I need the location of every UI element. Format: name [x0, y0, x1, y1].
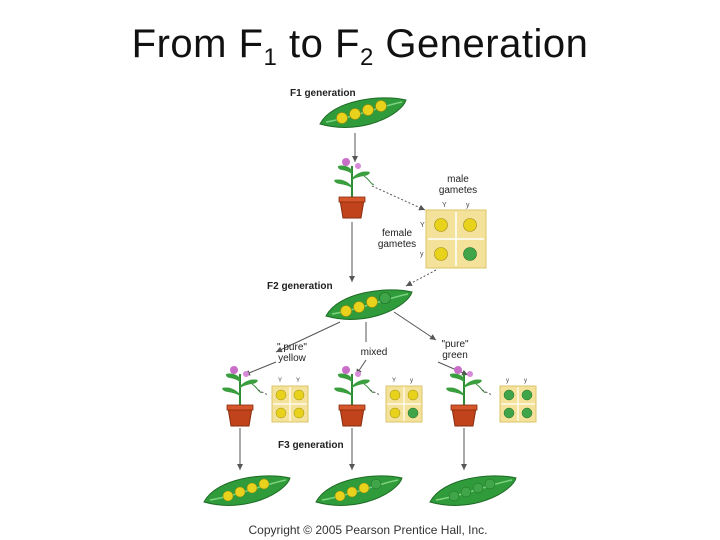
f3-pod-right [429, 475, 517, 507]
f3-pod-left [203, 475, 291, 507]
plant-right [445, 365, 487, 427]
copyright-text: Copyright © 2005 Pearson Prentice Hall, … [248, 523, 488, 537]
arrow-to-punnett [371, 185, 426, 211]
plant-mid [333, 365, 375, 427]
svg-text:Y: Y [278, 378, 282, 384]
pure-green-label: "pure" [441, 339, 469, 350]
svg-text:yellow: yellow [278, 353, 307, 364]
f1-plant [333, 157, 375, 219]
mixed-label: mixed [361, 347, 388, 358]
svg-text:y: y [524, 378, 527, 384]
allele-y-top: y [466, 202, 470, 209]
pure-yellow-label: " pure" [277, 342, 307, 353]
svg-text:gametes: gametes [378, 239, 416, 250]
f3-label: F3 generation [278, 440, 344, 451]
arrow-from-punnett [405, 269, 437, 287]
svg-text:green: green [442, 350, 468, 361]
svg-text:Y: Y [392, 378, 396, 384]
punnett-left: Y Y [271, 378, 309, 423]
punnett-square-main [425, 209, 487, 269]
punnett-right: y y [499, 378, 537, 423]
slide-title: From F1 to F2 Generation [131, 22, 589, 71]
male-gametes-label: male [447, 174, 469, 185]
f3-pod-mid [315, 475, 403, 507]
f1-label: F1 generation [290, 88, 356, 99]
plant-left [221, 365, 263, 427]
svg-text:y: y [420, 251, 424, 258]
svg-text:y: y [506, 378, 509, 384]
svg-text:gametes: gametes [439, 185, 477, 196]
svg-text:Y: Y [296, 378, 300, 384]
svg-text:Y: Y [420, 222, 425, 229]
f2-label: F2 generation [267, 281, 333, 292]
allele-Y-top: Y [442, 202, 447, 209]
female-gametes-label: female [382, 228, 412, 239]
f1-peas [336, 100, 387, 124]
f2-peas [340, 292, 391, 317]
punnett-mid: Y y [385, 378, 423, 423]
svg-text:y: y [410, 378, 413, 384]
